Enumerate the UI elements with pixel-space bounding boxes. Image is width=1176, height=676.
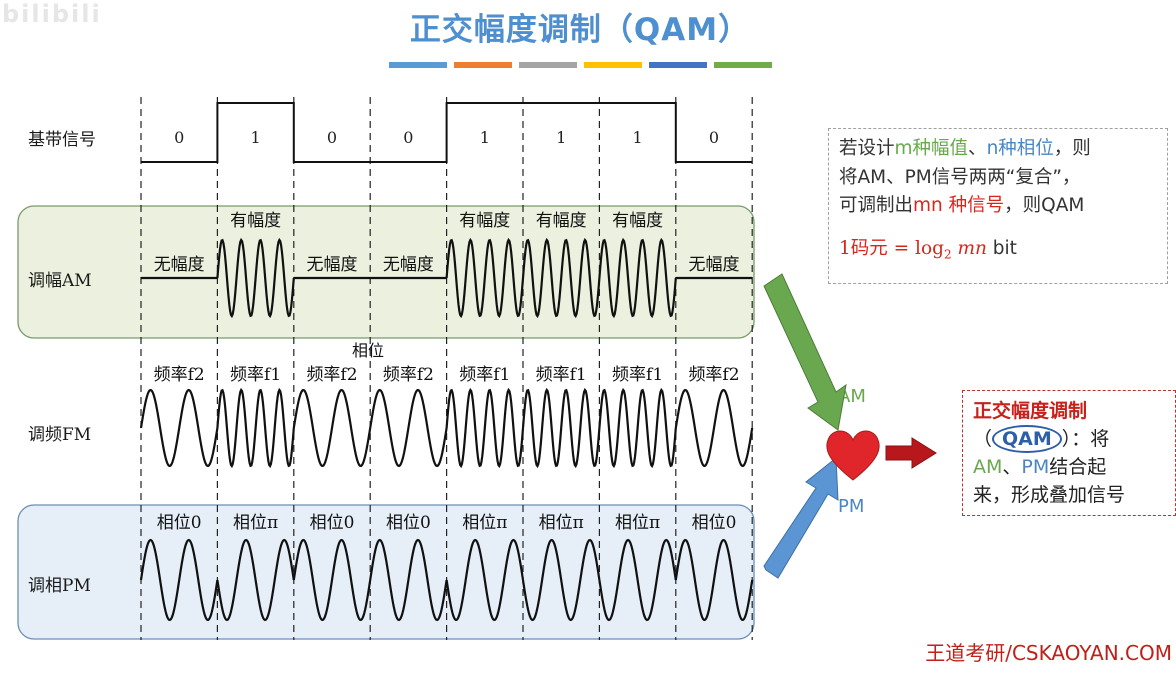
fm-label: 频率f2 (688, 365, 739, 385)
fm-wave-segment (674, 388, 754, 468)
row-label-baseband: 基带信号 (28, 130, 96, 150)
qam-circled-label: QAM (992, 425, 1062, 453)
slide-title: 正交幅度调制（QAM） (409, 12, 751, 48)
pm-wave-segment (598, 538, 677, 622)
formula-bit: bit (986, 237, 1017, 259)
am-label: 无幅度 (154, 255, 205, 275)
qam-formula: 1码元 = log2 mn bit (839, 235, 1167, 269)
title-color-bar (454, 62, 512, 68)
fm-label: 频率f2 (306, 365, 357, 385)
pm-label: 相位0 (157, 513, 202, 533)
qam-paren-open: （ (973, 428, 993, 450)
bilibili-watermark: bilibili (2, 0, 102, 28)
fm-wave-segment (369, 388, 448, 468)
fm-wave-segment (598, 387, 677, 469)
fm-label: 频率f1 (612, 365, 663, 385)
formula-log-base: 2 (943, 247, 952, 262)
pm-wave-segment (445, 538, 525, 622)
fm-label: 频率f1 (459, 365, 510, 385)
pm-wave-segment (216, 538, 295, 622)
fm-wave-segment (521, 387, 601, 469)
qam-text: 结合起 (1049, 456, 1107, 478)
pm-label: 相位0 (310, 513, 355, 533)
bit-label: 1 (556, 128, 566, 147)
info-text: 、 (968, 138, 987, 159)
pm-label: 相位0 (692, 513, 737, 533)
baseband-signal (141, 102, 753, 163)
am-label: 有幅度 (612, 211, 663, 231)
bit-label: 1 (480, 128, 490, 147)
am-arrow (763, 273, 847, 431)
fm-phase-note: 相位 (352, 341, 384, 360)
info-mn-signals: mn 种信号 (913, 195, 1005, 216)
title-color-bar (584, 62, 642, 68)
bit-label: 0 (403, 128, 413, 147)
pm-wave-segment (139, 538, 219, 622)
am-label: 有幅度 (459, 211, 510, 231)
am-wave-segment (445, 237, 525, 319)
info-box: 若设计m种幅值、n种相位，则 将AM、PM信号两两“复合”， 可调制出mn 种信… (828, 128, 1168, 284)
fm-label: 频率f1 (536, 365, 587, 385)
pm-label: 相位π (615, 513, 660, 533)
pm-label: 相位π (233, 513, 278, 533)
row-label-pm: 调相PM (28, 576, 91, 596)
am-wave-segment (598, 237, 677, 319)
qam-pm: PM (1021, 456, 1050, 478)
am-label: 无幅度 (307, 255, 358, 275)
title-color-bar (649, 62, 707, 68)
fm-label: 频率f1 (230, 365, 281, 385)
am-wave-segment (521, 237, 601, 319)
bit-label: 0 (174, 128, 184, 147)
pm-arrow (763, 456, 839, 579)
qam-am: AM (973, 456, 1003, 478)
am-label: 有幅度 (536, 211, 587, 231)
footer-brand: 王道考研/CSKAOYAN.COM (925, 641, 1172, 665)
pm-wave-segment (369, 538, 448, 622)
am-label: 有幅度 (230, 211, 281, 231)
info-m-amplitudes: m种幅值 (894, 138, 969, 159)
bit-label: 0 (709, 128, 719, 147)
fm-wave-segment (292, 388, 372, 468)
bit-label: 1 (251, 128, 261, 147)
qam-line-4: 来，形成叠加信号 (973, 484, 1126, 506)
heart-icon (826, 430, 880, 481)
row-label-am: 调幅AM (28, 271, 92, 291)
am-panel (17, 205, 755, 339)
qam-sep: 、 (1002, 456, 1022, 478)
pm-wave-segment (521, 538, 601, 622)
fm-label: 频率f2 (383, 365, 434, 385)
qam-box-title: 正交幅度调制 (973, 400, 1088, 422)
formula-left: 1码元 = log (839, 237, 944, 259)
formula-mn: mn (951, 237, 987, 259)
pm-arrow-label: PM (838, 496, 864, 517)
qam-paren-close: ）：将 (1061, 428, 1110, 450)
info-text: ，则QAM (1004, 195, 1085, 216)
info-text: ，则 (1053, 138, 1091, 159)
title-color-bar (389, 62, 447, 68)
pm-label: 相位π (539, 513, 584, 533)
bit-label: 1 (633, 128, 643, 147)
bit-label: 0 (327, 128, 337, 147)
info-text: 若设计 (839, 138, 895, 159)
fm-wave-segment (139, 388, 219, 468)
title-color-bar (519, 62, 577, 68)
pm-wave-segment (674, 538, 754, 622)
info-text: 可调制出 (839, 195, 914, 216)
pm-label: 相位π (462, 513, 507, 533)
fm-wave-segment (445, 387, 525, 469)
info-n-phases: n种相位 (986, 138, 1054, 159)
title-color-bar (714, 62, 772, 68)
result-arrow (885, 437, 937, 469)
qam-definition-box: 正交幅度调制 （QAM）：将 AM、PM结合起 来，形成叠加信号 (962, 390, 1176, 516)
fm-wave-segment (216, 387, 295, 469)
pm-label: 相位0 (386, 513, 431, 533)
am-label: 无幅度 (383, 255, 434, 275)
am-label: 无幅度 (689, 255, 740, 275)
am-wave-segment (216, 237, 295, 319)
pm-wave-segment (292, 538, 372, 622)
info-line-2: 将AM、PM信号两两“复合”， (839, 166, 1081, 188)
row-label-fm: 调频FM (28, 425, 91, 445)
fm-label: 频率f2 (154, 365, 205, 385)
